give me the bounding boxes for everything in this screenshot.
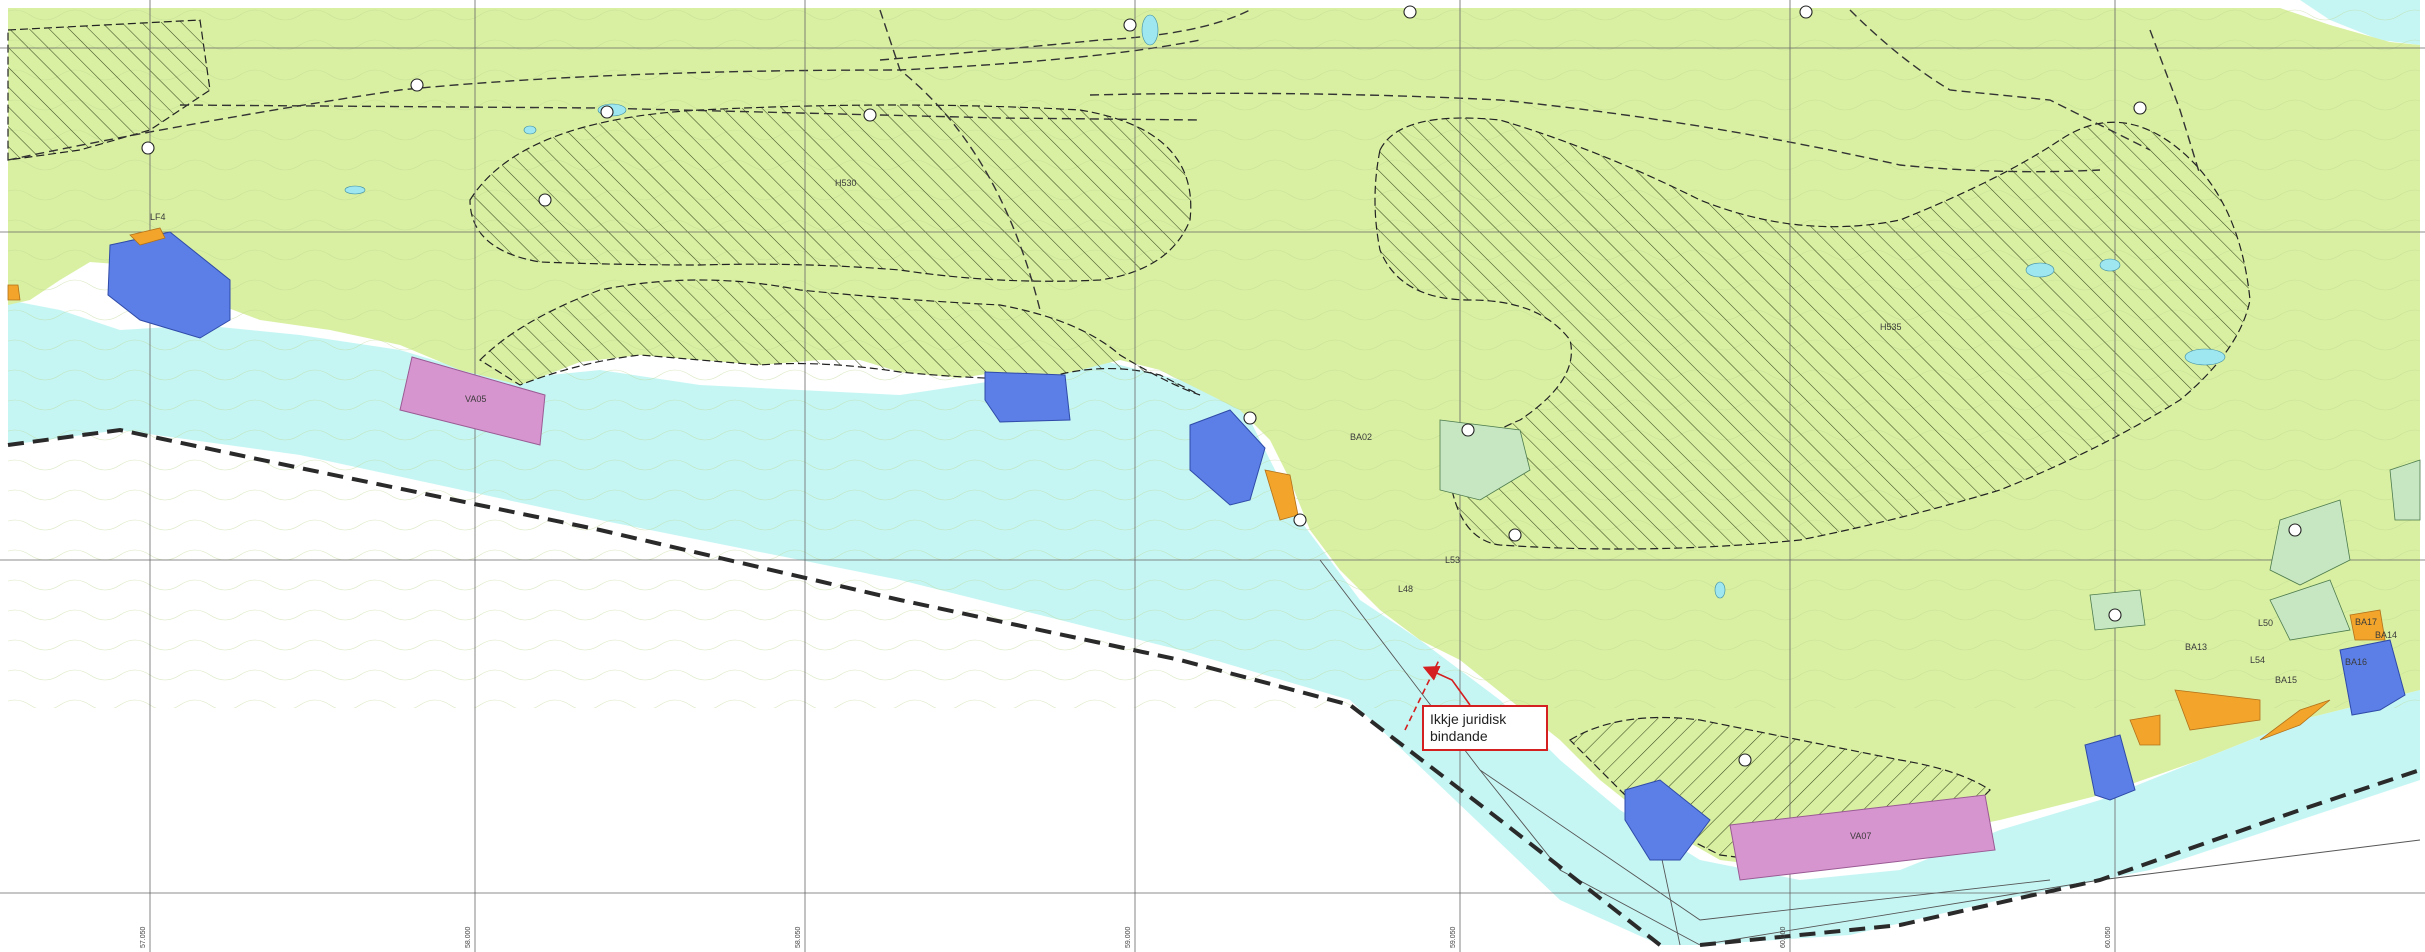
svg-text:58.000: 58.000 bbox=[465, 926, 472, 948]
label-lf4: LF4 bbox=[150, 212, 166, 222]
dashed-roads bbox=[7, 9, 2201, 311]
annotation-arrow bbox=[1422, 666, 1471, 706]
label-h535: H535 bbox=[1880, 322, 1902, 332]
pink-zone-va05 bbox=[399, 356, 546, 446]
plan-boundary-dashed bbox=[7, 427, 2421, 947]
hatched-zone-h530 bbox=[469, 104, 1192, 282]
hatched-zone-coastal-west bbox=[479, 279, 1201, 396]
annotation-note: Ikkje juridisk bindande bbox=[1422, 705, 1548, 751]
svg-text:57.050: 57.050 bbox=[140, 926, 147, 948]
annotation-line-2: bindande bbox=[1430, 728, 1488, 744]
label-ba13: BA13 bbox=[2185, 642, 2207, 652]
label-va05: VA05 bbox=[465, 394, 486, 404]
label-l54: L54 bbox=[2250, 655, 2265, 665]
label-ba02: BA02 bbox=[1350, 432, 1372, 442]
label-l50: L50 bbox=[2258, 618, 2273, 628]
label-ba17: BA17 bbox=[2355, 617, 2377, 627]
blue-zone-1 bbox=[107, 231, 231, 339]
annotation-line-1: Ikkje juridisk bbox=[1430, 711, 1507, 727]
blue-zone-2 bbox=[984, 371, 1071, 423]
annotation-dashed-line bbox=[1404, 657, 1441, 731]
svg-text:59.050: 59.050 bbox=[1450, 926, 1457, 948]
svg-text:59.000: 59.000 bbox=[1125, 926, 1132, 948]
blue-zone-4 bbox=[1624, 779, 1711, 861]
label-l53: L53 bbox=[1445, 555, 1460, 565]
label-va07: VA07 bbox=[1850, 831, 1871, 841]
light-zones bbox=[1439, 419, 2421, 641]
hatched-zone-h535 bbox=[1374, 117, 2251, 550]
label-l48: L48 bbox=[1398, 584, 1413, 594]
svg-text:58.050: 58.050 bbox=[795, 926, 802, 948]
label-ba15: BA15 bbox=[2275, 675, 2297, 685]
blue-zone-3 bbox=[1189, 409, 1266, 506]
svg-text:60.000: 60.000 bbox=[1780, 926, 1787, 948]
label-ba14: BA14 bbox=[2375, 630, 2397, 640]
blue-zone-5 bbox=[2084, 734, 2136, 801]
blue-zones bbox=[107, 231, 2406, 861]
blue-zone-6 bbox=[2339, 639, 2406, 716]
svg-text:60.050: 60.050 bbox=[2105, 926, 2112, 948]
orange-zones bbox=[7, 227, 2386, 746]
label-h530: H530 bbox=[835, 178, 857, 188]
label-ba16: BA16 bbox=[2345, 657, 2367, 667]
grid-coordinate-labels: 57.050 58.000 58.050 59.000 59.050 60.00… bbox=[140, 926, 2112, 948]
building-markers bbox=[141, 5, 2302, 767]
pink-zone-va07 bbox=[1729, 794, 1996, 881]
